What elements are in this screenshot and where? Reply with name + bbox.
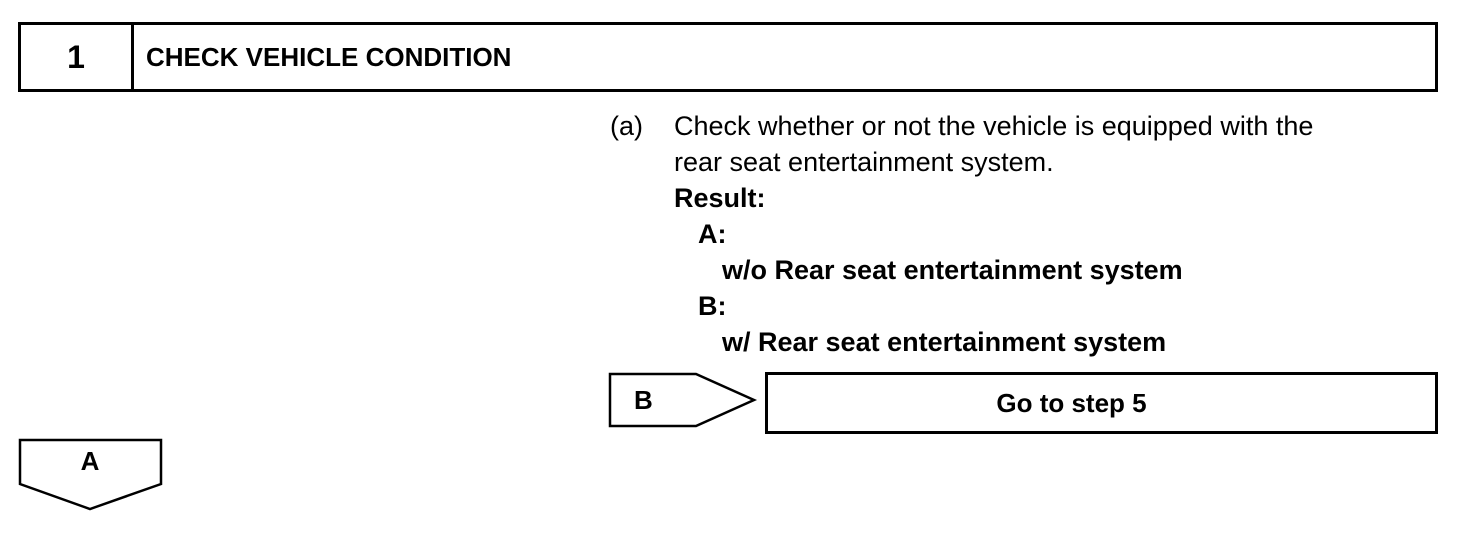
instruction-block: (a) Check whether or not the vehicle is … — [610, 108, 1430, 360]
step-title: CHECK VEHICLE CONDITION — [146, 41, 512, 72]
result-b-letter: B: — [698, 291, 727, 321]
instruction-body: Check whether or not the vehicle is equi… — [674, 108, 1430, 360]
result-label: Result: — [674, 183, 766, 213]
right-arrow-icon — [608, 372, 758, 428]
instruction-marker: (a) — [610, 111, 643, 141]
result-a-letter: A: — [698, 219, 727, 249]
step-number: 1 — [21, 25, 134, 89]
result-b-desc: w/ Rear seat entertainment system — [722, 327, 1167, 357]
goto-step-box[interactable]: Go to step 5 — [765, 372, 1438, 434]
instruction-line-1: Check whether or not the vehicle is equi… — [674, 111, 1314, 141]
instruction-line-2: rear seat entertainment system. — [674, 147, 1054, 177]
branch-b-label: B — [634, 384, 653, 415]
goto-step-text: Go to step 5 — [996, 387, 1147, 418]
branch-a-label: A — [80, 446, 100, 476]
result-a-desc: w/o Rear seat entertainment system — [722, 255, 1183, 285]
down-arrow-icon — [18, 438, 163, 511]
step-header: 1 CHECK VEHICLE CONDITION — [18, 22, 1438, 92]
